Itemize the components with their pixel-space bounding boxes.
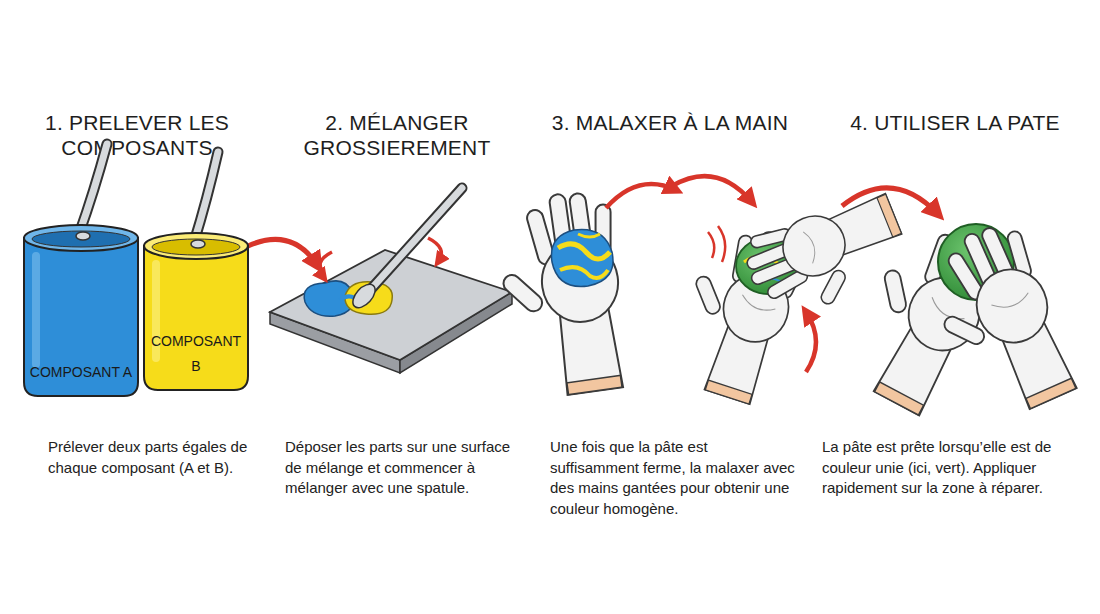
jar-rim	[24, 225, 138, 251]
spatula	[194, 152, 218, 242]
step-heading: 2. MÉLANGER GROSSIEREMENT	[277, 110, 517, 160]
step-arrow	[842, 188, 938, 214]
jar-body	[24, 238, 138, 396]
jar-body	[144, 246, 248, 390]
spatula-blade	[191, 240, 205, 248]
spatula	[194, 152, 218, 242]
step-description: La pâte est prête lorsqu’elle est de cou…	[822, 437, 1067, 499]
jar-label: COMPOSANT A	[30, 360, 132, 385]
step-heading: 4. UTILISER LA PATE	[815, 110, 1095, 135]
rotation-arrow	[320, 252, 333, 278]
spatula-blade	[76, 232, 90, 240]
jar-paint	[32, 231, 130, 247]
step-description: Déposer les parts sur une surface de mél…	[285, 437, 520, 499]
step-arrow	[806, 312, 816, 372]
rotation-arrow	[428, 238, 441, 262]
spatula	[79, 144, 107, 234]
step-arrow	[248, 239, 318, 266]
step-description: Prélever deux parts égales de chaque com…	[48, 437, 273, 478]
gloved-hand	[737, 184, 917, 330]
step-heading: 3. MALAXER À LA MAIN	[515, 110, 825, 135]
marbled-paste	[551, 229, 613, 286]
step-arrow	[606, 184, 676, 208]
paint-jar: COMPOSANT B	[142, 230, 250, 392]
jar-rim	[144, 233, 248, 259]
paint-jar: COMPOSANT A	[22, 222, 140, 398]
jar-highlight	[32, 252, 40, 368]
gloved-hand	[912, 215, 1088, 428]
gloved-hand	[489, 187, 636, 402]
spatula	[349, 188, 462, 312]
spatula	[79, 144, 107, 234]
jar-paint	[152, 239, 240, 255]
step-description: Une fois que la pâte est suffisamment fe…	[550, 437, 795, 520]
motion-line	[718, 226, 725, 262]
jar-label: COMPOSANT B	[146, 329, 246, 378]
motion-line	[708, 232, 714, 258]
step-arrow	[672, 176, 752, 202]
